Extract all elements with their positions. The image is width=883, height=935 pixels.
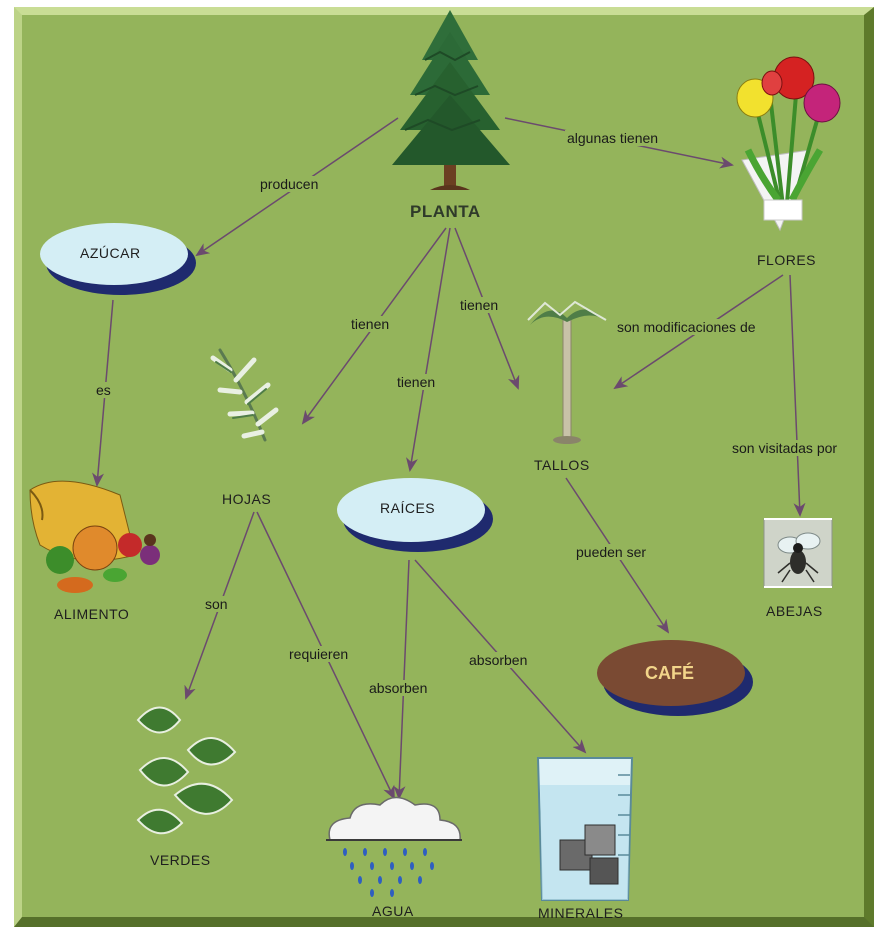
azucar-oval bbox=[40, 223, 188, 285]
node-hojas: HOJAS bbox=[222, 491, 272, 507]
flowers-icon bbox=[736, 56, 841, 232]
node-planta: PLANTA bbox=[410, 202, 481, 221]
link-label-requieren: requieren bbox=[287, 646, 351, 662]
link-label-absorben-minerales: absorben bbox=[467, 652, 530, 668]
link-raices-agua bbox=[393, 559, 410, 800]
link-label-pueden-ser: pueden ser bbox=[574, 544, 649, 560]
tree-icon bbox=[392, 10, 510, 190]
link-label-producen: producen bbox=[258, 176, 321, 192]
beaker-icon bbox=[536, 757, 634, 901]
link-label-es: es bbox=[94, 382, 113, 398]
link-label-tienen-raices: tienen bbox=[395, 374, 438, 390]
node-alimento: ALIMENTO bbox=[54, 606, 130, 622]
node-tallos: TALLOS bbox=[534, 457, 590, 473]
palm-tree-icon bbox=[527, 300, 607, 444]
node-abejas: ABEJAS bbox=[766, 603, 823, 619]
link-label-algunas-tienen: algunas tienen bbox=[565, 130, 661, 146]
link-planta-raices bbox=[406, 227, 451, 472]
bee-icon bbox=[763, 518, 833, 588]
link-label-son: son bbox=[203, 596, 230, 612]
raices-oval bbox=[337, 478, 485, 542]
rain-cloud-icon bbox=[326, 796, 462, 897]
node-azucar: AZÚCAR bbox=[80, 245, 141, 261]
node-flores: FLORES bbox=[757, 252, 817, 268]
green-leaves-icon bbox=[136, 706, 237, 835]
link-label-absorben-agua: absorben bbox=[367, 680, 430, 696]
link-label-tienen-hojas: tienen bbox=[349, 316, 392, 332]
link-label-tienen-tallos: tienen bbox=[458, 297, 501, 313]
link-label-son-modificaciones-de: son modificaciones de bbox=[615, 319, 758, 335]
link-flores-abejas bbox=[789, 274, 806, 517]
cafe-oval bbox=[597, 640, 745, 706]
link-label-son-visitadas-por: son visitadas por bbox=[730, 440, 840, 456]
cornucopia-icon bbox=[29, 480, 160, 593]
node-verdes: VERDES bbox=[150, 852, 211, 868]
node-cafe: CAFÉ bbox=[645, 663, 694, 683]
leaf-sprig-icon bbox=[210, 348, 279, 442]
node-minerales: MINERALES bbox=[538, 905, 624, 921]
node-raices: RAÍCES bbox=[380, 500, 436, 516]
node-agua: AGUA bbox=[372, 903, 414, 919]
